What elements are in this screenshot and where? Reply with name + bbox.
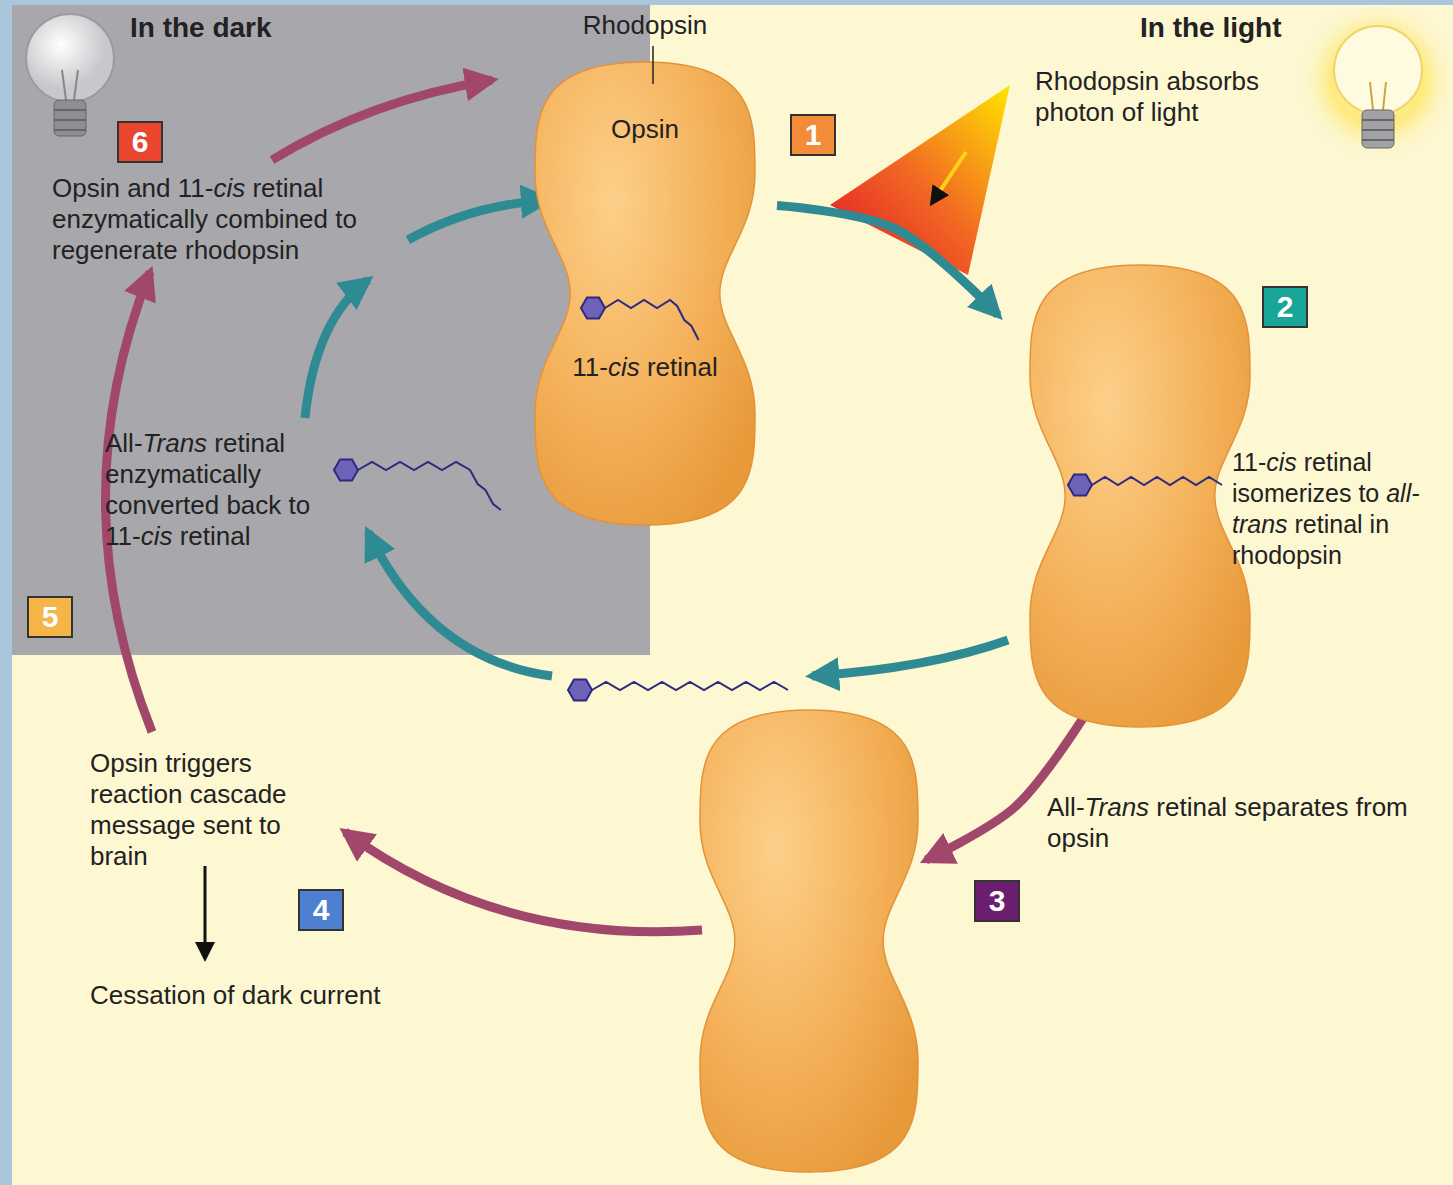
conversion-arrow bbox=[368, 532, 552, 676]
text-run: cis bbox=[141, 521, 173, 551]
text-run: All- bbox=[1047, 792, 1085, 822]
molecule-shape: 11-cis retinal isomerizes to all-trans r… bbox=[1030, 265, 1250, 727]
text-run: 11- bbox=[1232, 448, 1266, 476]
text-run: Opsin triggers reaction cascade message … bbox=[90, 748, 287, 871]
regeneration-arrow bbox=[305, 280, 368, 418]
text-run: cis bbox=[1266, 448, 1297, 476]
retinal-molecule bbox=[1068, 475, 1222, 496]
recombine-arrow bbox=[408, 200, 548, 240]
text-run: 11- bbox=[572, 352, 608, 382]
callout-number: 5 bbox=[27, 596, 73, 638]
step-text: Cessation of dark current bbox=[90, 980, 470, 1011]
text-run: Trans bbox=[143, 428, 208, 458]
callout-number: 2 bbox=[1262, 286, 1308, 328]
text-run: cis bbox=[608, 352, 640, 382]
text-run: Rhodopsin absorbs photon of light bbox=[1035, 66, 1259, 127]
text-run: 3 bbox=[989, 884, 1006, 918]
molecule-shape: All-Trans retinal separates from opsin bbox=[700, 710, 918, 1172]
callout-number: 3 bbox=[974, 880, 1020, 922]
text-run: Cessation of dark current bbox=[90, 980, 380, 1010]
light-ground bbox=[12, 5, 1453, 1185]
lit-bulb bbox=[1300, 2, 1453, 158]
text-run: In the dark bbox=[130, 12, 272, 43]
callout-number: 1 bbox=[790, 114, 836, 156]
step-text: In the dark bbox=[130, 12, 430, 43]
text-run: Rhodopsin bbox=[583, 10, 707, 40]
text-run: 1 bbox=[805, 118, 822, 152]
release-arrow bbox=[812, 640, 1008, 676]
step-text: Opsin triggers reaction cascade message … bbox=[90, 748, 340, 872]
callout-number: 4 bbox=[298, 889, 344, 931]
opsin-outline bbox=[700, 710, 918, 1172]
step-text: In the light bbox=[1140, 12, 1350, 43]
opsin-outline bbox=[1030, 265, 1250, 727]
text-run: retinal bbox=[172, 521, 250, 551]
cycle-arrow bbox=[777, 206, 998, 315]
text-run: Opsin and 11- bbox=[52, 173, 213, 203]
cascade-arrow bbox=[345, 832, 702, 932]
molecule-text: Opsin bbox=[535, 114, 755, 145]
text-run: cis bbox=[213, 173, 245, 203]
result-arrow bbox=[204, 866, 207, 958]
text-run: Opsin bbox=[611, 114, 679, 144]
molecule-text: All-Trans retinal separates from opsin bbox=[1047, 792, 1417, 854]
retinal-molecule bbox=[334, 460, 501, 510]
step-text: All-Trans retinal enzymatically converte… bbox=[105, 428, 330, 552]
text-run: 5 bbox=[42, 600, 59, 634]
callout-number: 6 bbox=[117, 121, 163, 163]
step-text: Rhodopsin absorbs photon of light bbox=[1035, 66, 1315, 128]
text-run: All- bbox=[105, 428, 143, 458]
retinal-molecule bbox=[568, 680, 788, 701]
text-run: retinal bbox=[640, 352, 718, 382]
text-run: 4 bbox=[313, 893, 330, 927]
text-run: In the light bbox=[1140, 12, 1282, 43]
text-run: 2 bbox=[1277, 290, 1294, 324]
text-run: 6 bbox=[132, 125, 149, 159]
text-run: Trans bbox=[1085, 792, 1150, 822]
dark-bulb bbox=[26, 14, 114, 136]
molecule-text: 11-cis retinal bbox=[535, 352, 755, 383]
molecule-text: Rhodopsin bbox=[515, 10, 775, 41]
molecule-text: 11-cis retinal isomerizes to all-trans r… bbox=[1232, 447, 1446, 571]
retinal-molecule bbox=[581, 298, 699, 340]
rhodopsin-arrow bbox=[272, 80, 492, 160]
step-text: Opsin and 11-cis retinal enzymatically c… bbox=[52, 173, 382, 266]
molecule-shape: RhodopsinOpsin11-cis retinal bbox=[535, 62, 755, 525]
